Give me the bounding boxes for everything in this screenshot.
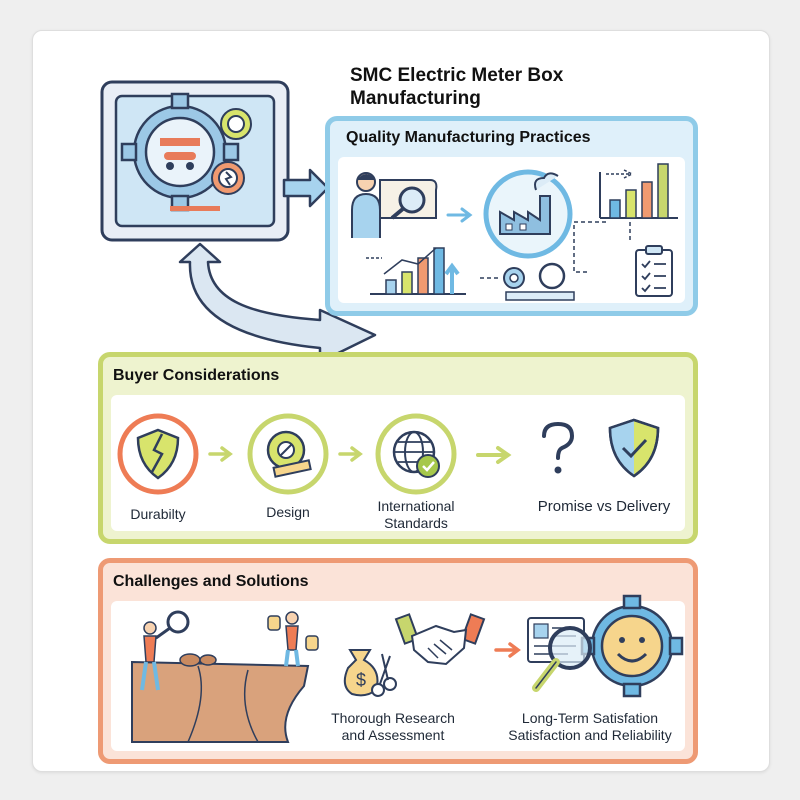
arrow-green-3 bbox=[476, 446, 512, 464]
arrow-green-1 bbox=[208, 446, 233, 462]
small-arrow-icon bbox=[446, 207, 473, 223]
question-mark-icon bbox=[542, 421, 575, 474]
svg-text:$: $ bbox=[356, 670, 366, 690]
scientist-magnifier-icon bbox=[351, 172, 438, 238]
cliff-people-illustration bbox=[131, 610, 319, 743]
check-shield-icon bbox=[608, 418, 660, 478]
arrow-orange bbox=[494, 642, 521, 658]
challenges-heading: Challenges and Solutions bbox=[113, 573, 309, 590]
curved-arrow-icon bbox=[178, 242, 377, 364]
durability-label: Durabilty bbox=[130, 506, 186, 522]
title-line-2: Manufacturing bbox=[350, 88, 481, 109]
clipboard-icon bbox=[635, 245, 673, 297]
research-line-1: Thorough Research bbox=[331, 710, 455, 726]
arrow-green-2 bbox=[338, 446, 363, 462]
arrow-right-icon bbox=[282, 168, 330, 208]
satisfaction-line-2: Satisfaction and Reliability bbox=[508, 727, 672, 743]
design-label: Design bbox=[266, 504, 310, 520]
research-line-2: and Assessment bbox=[341, 727, 445, 743]
monitor-illustration bbox=[100, 80, 290, 242]
money-scissors-icon: $ bbox=[343, 649, 397, 697]
handshake-icon bbox=[394, 613, 486, 666]
globe-check-icon bbox=[375, 413, 457, 495]
title-line-1: SMC Electric Meter Box bbox=[350, 65, 564, 86]
satisfaction-reliability-label: Long-Term Satisfation Satisfaction and R… bbox=[490, 710, 690, 744]
smiley-gear-magnifier-icon bbox=[527, 594, 684, 698]
conveyor-gear-icon bbox=[480, 262, 575, 301]
buyer-heading: Buyer Considerations bbox=[113, 367, 280, 384]
standards-line-2: Standards bbox=[384, 515, 448, 531]
bar-chart-icon bbox=[599, 163, 678, 219]
growth-chart-icon bbox=[366, 247, 466, 295]
gear-ruler-icon bbox=[247, 413, 329, 495]
satisfaction-line-1: Long-Term Satisfation bbox=[521, 710, 659, 726]
promise-delivery-label: Promise vs Delivery bbox=[537, 498, 671, 515]
international-standards-label: International Standards bbox=[356, 498, 476, 532]
research-assessment-label: Thorough Research and Assessment bbox=[318, 710, 468, 744]
page-title: SMC Electric Meter Box Manufacturing bbox=[350, 64, 650, 110]
factory-icon bbox=[483, 169, 573, 259]
cracked-shield-icon bbox=[117, 413, 199, 495]
standards-line-1: International bbox=[377, 498, 455, 514]
quality-heading: Quality Manufacturing Practices bbox=[346, 129, 591, 146]
dashed-connector bbox=[573, 221, 631, 273]
